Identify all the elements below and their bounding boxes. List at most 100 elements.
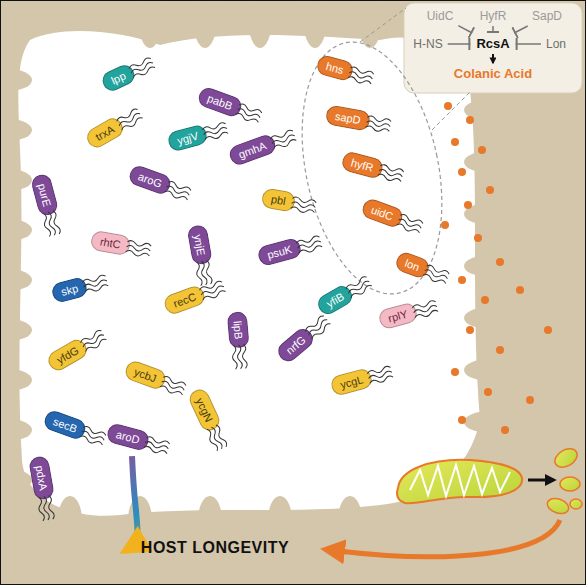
flagella [79,325,112,355]
bacterium-capsule: hyfR [340,150,384,180]
bacterium-capsule: yfdG [45,336,91,374]
bacterium-capsule: ygjV [166,123,209,153]
gene-label: aroG [136,169,164,191]
flagella [142,433,172,459]
bacterium-capsule: psuK [257,237,304,267]
gene-label: recC [172,289,199,310]
activation-edge [492,54,494,63]
regulator-node: Lon [543,36,569,52]
regulator-node: H-NS [410,36,445,52]
flagella [78,423,109,451]
regulator-label: UidC [427,9,454,23]
bacterium-capsule: hns [315,54,355,83]
flagella [234,100,265,128]
flagella [376,161,406,187]
gene-label: lpp [108,69,127,88]
bacterium-capsule: ycgN [187,386,223,433]
bacterium-capsule: aroD [105,422,151,452]
bacterium-capsule: rplY [377,301,418,330]
regulator-label: HyfR [480,9,507,23]
gene-label: skp [60,281,80,299]
flagella [202,118,232,144]
gene-label: ygjV [176,128,200,147]
bacterium-capsule: gmhA [227,133,278,168]
flagella [192,260,216,289]
flagella [158,372,189,400]
gene-label: ynjE [191,233,209,257]
mitochondria-to-longevity-arrow [330,520,560,557]
longevity-arrow [130,456,138,548]
inset-leader [432,92,470,130]
flagella [198,277,229,305]
gene-label: yfiB [324,289,347,310]
bacterium-capsule: trxA [84,115,127,151]
inset-ellipse [281,29,463,307]
flagella [39,210,65,240]
gene-label: ycgN [193,396,216,425]
gene-label: sapD [334,109,362,127]
bacterium-capsule: lipB [226,311,249,349]
gene-label: ycgL [339,372,365,392]
bacterium-capsule: ycbJ [122,359,167,392]
flagella [126,53,158,82]
regulator-label: Lon [546,37,566,51]
gene-label: secB [51,414,79,436]
regulator-label: H-NS [413,37,442,51]
inhibition-edge [516,43,541,45]
flagella [268,126,299,154]
gene-label: pdxA [33,464,51,491]
gut-lumen [18,31,480,516]
gene-label: psuK [266,242,294,262]
gene-label: yfdG [54,343,81,367]
flagella [365,112,394,136]
colanic-acid-dots [441,102,552,434]
flagella [296,232,326,258]
flagella [411,296,441,322]
flagella [303,311,336,343]
flagella [344,272,377,302]
regulator-label: RcsA [476,37,509,51]
regulator-node: SapD [529,8,565,24]
flagella [228,344,250,372]
gene-label: rhtC [99,234,122,251]
flagella [367,362,397,388]
bacterium-capsule: ynjE [187,224,214,266]
bacterium-capsule: pdxA [28,455,55,501]
bacterium-capsule: yfiB [314,282,355,317]
inhibition-edge [448,43,471,45]
gene-label: pbl [270,192,287,208]
bacterium-capsule: secB [42,408,89,441]
gene-label: hyfR [349,155,374,174]
flagella [347,63,377,89]
regulator-label: SapD [532,9,562,23]
inset-leader [360,8,406,42]
bacterium-capsule: sapD [325,104,371,131]
gene-label: gmhA [236,139,268,162]
inhibition-edge [458,26,472,33]
flagella [82,271,112,297]
regulator-node: Colanic Acid [451,66,535,82]
bacterium-capsule: skp [50,276,89,304]
bacterium-capsule: nrfG [274,325,317,366]
gene-label: ycbJ [132,365,158,386]
mitochondrion [397,460,522,504]
bacterium-capsule: lon [393,250,431,280]
fission-arrow [528,479,552,482]
gene-label: pabB [206,91,235,113]
bacterium-capsule: pbl [260,187,296,212]
bacterium-capsule: rhtC [89,230,131,256]
bacterium-capsule: recC [162,284,208,317]
flagella [163,178,194,206]
fragmented-mitochondria [545,445,582,516]
bacterium-capsule: purE [30,172,60,217]
flagella [421,261,452,289]
gene-label: aroD [115,427,142,447]
flagella [114,104,147,134]
gene-label: lon [403,256,422,274]
bacterium-capsule: HOST LONGEVITY [138,540,292,556]
